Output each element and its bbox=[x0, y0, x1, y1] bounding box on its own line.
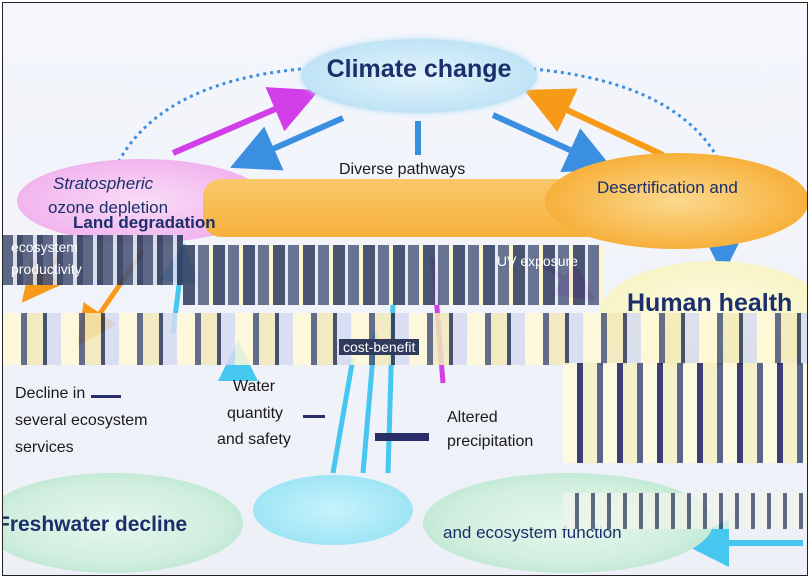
stratospheric-label: Stratospheric bbox=[53, 174, 154, 193]
glitch-band-center bbox=[183, 245, 603, 305]
arrow-climate-to-desert bbox=[491, 112, 614, 172]
climate-change-node bbox=[301, 39, 537, 113]
water-line-3: and safety bbox=[217, 431, 291, 448]
desertification-node bbox=[545, 153, 807, 249]
arrow-desert-to-climate bbox=[524, 88, 665, 158]
decline-line-3: services bbox=[15, 439, 74, 456]
glitch-bottom bbox=[563, 493, 807, 529]
dash-2 bbox=[303, 415, 325, 418]
ozone-depletion-label: ozone depletion bbox=[48, 198, 169, 217]
water-line-1: Water bbox=[233, 378, 276, 395]
ecosystem-label: ecosystem bbox=[11, 239, 78, 255]
water-line-2: quantity bbox=[227, 405, 284, 422]
climate-change-label: Climate change bbox=[326, 55, 512, 83]
desertification-label: Desertification and bbox=[597, 178, 738, 197]
diverse-pathways-label: Diverse pathways bbox=[339, 161, 466, 178]
glitch-band-left bbox=[3, 235, 183, 285]
arrow-ozone-to-climate bbox=[171, 87, 320, 156]
human-health-label: Human health bbox=[627, 289, 793, 317]
dotted-arc-right bbox=[532, 67, 725, 169]
decline-line-2: several ecosystem bbox=[15, 412, 148, 429]
freshwater-node bbox=[3, 473, 243, 573]
altered-line-1: Altered bbox=[447, 409, 498, 426]
arrow-climate-to-ozone bbox=[230, 115, 345, 171]
dash-3 bbox=[375, 433, 429, 441]
dotted-arc-left bbox=[111, 67, 302, 174]
glitch-band-right bbox=[563, 363, 807, 463]
decline-line-1: Decline in bbox=[15, 385, 86, 402]
arrow-cyan-fan-1 bbox=[330, 357, 356, 474]
cost-benefit-label: cost-benefit bbox=[339, 339, 420, 355]
land-degradation-label: Land degradation bbox=[73, 213, 216, 232]
uv-exposure-label: UV exposure bbox=[497, 253, 578, 269]
freshwater-decline-label: Freshwater decline bbox=[2, 513, 188, 536]
productivity-label: productivity bbox=[11, 261, 82, 277]
cyan-blob bbox=[253, 475, 413, 545]
altered-line-2: precipitation bbox=[447, 433, 534, 450]
dash-1 bbox=[91, 395, 121, 398]
